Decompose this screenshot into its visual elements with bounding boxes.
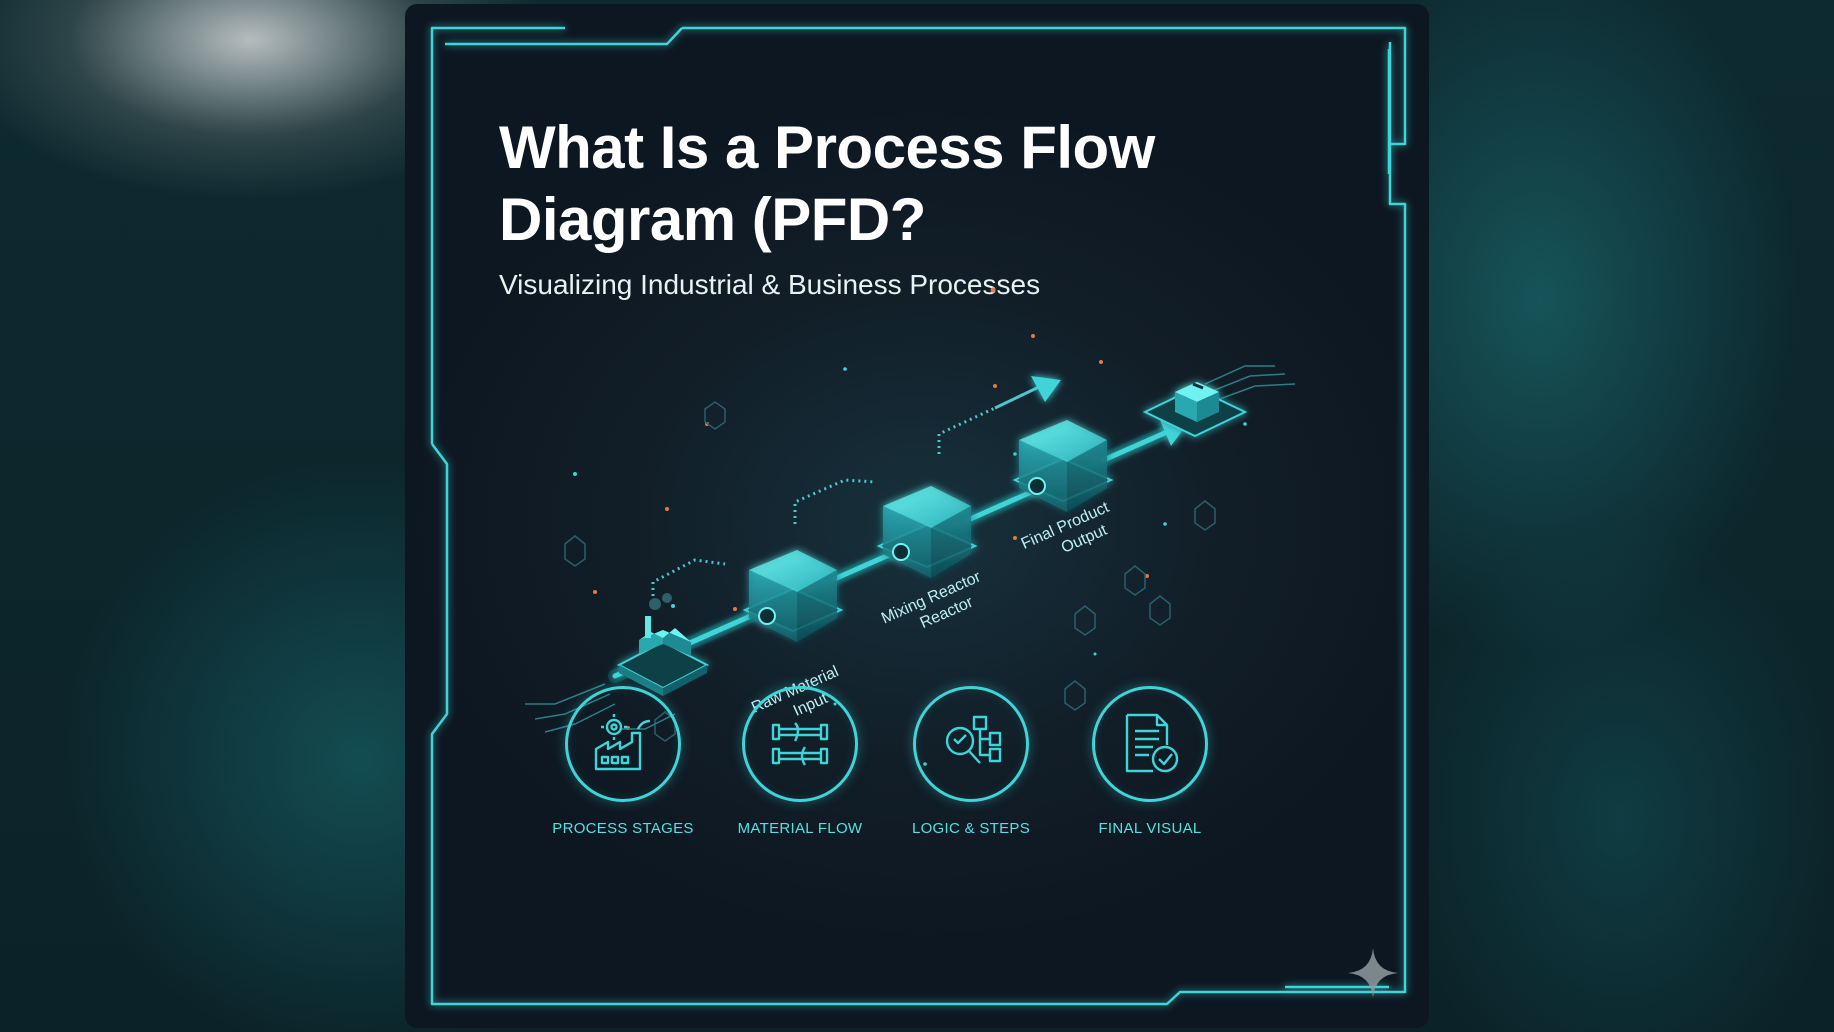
process-flow-diagram: Raw Material Input Mixing Reactor Reacto… [525, 287, 1296, 766]
stage-cube-final-product [1012, 420, 1114, 512]
feature-label: LOGIC & STEPS [911, 820, 1031, 837]
page-subtitle: Visualizing Industrial & Business Proces… [499, 269, 1041, 300]
feature-final-visual: FINAL VISUAL [1065, 686, 1235, 837]
feature-label: MATERIAL FLOW [737, 820, 863, 837]
infographic-card: What Is a Process Flow Diagram (PFD? Vis… [405, 4, 1429, 1028]
flow-arcs [651, 384, 1042, 602]
page-title: What Is a Process Flow Diagram (PFD? [499, 114, 1155, 253]
package-box-icon [1142, 382, 1248, 438]
feature-process-stages: PROCESS STAGES [538, 686, 708, 837]
flow-arrowhead [1031, 376, 1061, 402]
neon-frame [430, 26, 1407, 1006]
factory-icon [616, 593, 710, 696]
feature-material-flow: MATERIAL FLOW [715, 686, 885, 837]
sparkle-icon [1348, 948, 1398, 998]
feature-logic-steps: LOGIC & STEPS [886, 686, 1056, 837]
feature-label: FINAL VISUAL [1098, 820, 1202, 837]
document-check-icon [1092, 686, 1208, 802]
factory-gear-icon [565, 686, 681, 802]
feature-icons-row: PROCESS STAGES MATERIAL FLOW [405, 4, 1429, 1028]
stage-cube-raw-material [742, 550, 844, 642]
feature-label: PROCESS STAGES [552, 820, 694, 837]
magnifier-flowchart-icon [913, 686, 1029, 802]
pipes-icon [742, 686, 858, 802]
stage-cube-mixing-reactor [876, 486, 978, 578]
